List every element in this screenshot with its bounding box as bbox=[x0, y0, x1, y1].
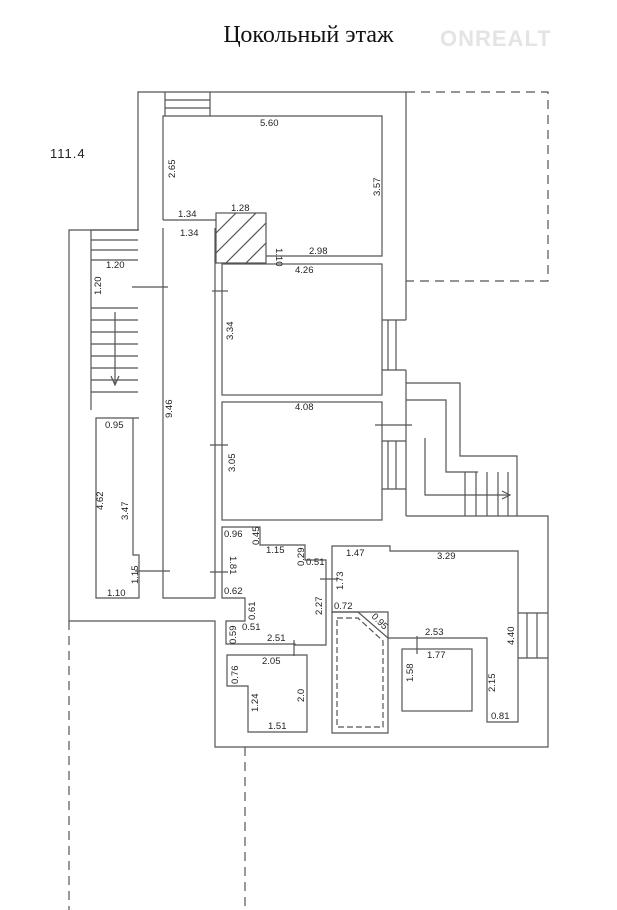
dimension-label: 2.15 bbox=[487, 674, 498, 693]
dimension-label: 0.51 bbox=[306, 557, 325, 568]
left-stairs bbox=[91, 239, 138, 393]
hatch-lines bbox=[215, 212, 267, 264]
outer-walls bbox=[68, 91, 549, 748]
dimension-label: 0.95 bbox=[369, 611, 390, 632]
dimension-label: 1.73 bbox=[335, 572, 346, 591]
dimension-label: 4.40 bbox=[506, 627, 517, 646]
dimension-label: 1.51 bbox=[268, 721, 287, 732]
dimension-label: 1.10 bbox=[273, 248, 284, 267]
total-area: 111.4 bbox=[50, 146, 86, 161]
dimension-label: 2.27 bbox=[314, 597, 325, 616]
dashed-outline bbox=[68, 91, 549, 910]
dimension-label: 2.51 bbox=[267, 633, 286, 644]
dimension-label: 1.15 bbox=[130, 566, 141, 585]
dimension-label: 1.77 bbox=[427, 650, 446, 661]
hatched-column bbox=[215, 212, 267, 264]
dimension-label: 1.47 bbox=[346, 548, 365, 559]
dimension-label: 0.96 bbox=[224, 529, 243, 540]
door-marks bbox=[132, 286, 418, 656]
right-stairs bbox=[382, 319, 548, 659]
dimension-label: 2.98 bbox=[309, 246, 328, 257]
dimension-label: 0.81 bbox=[491, 711, 510, 722]
dimension-label: 4.62 bbox=[95, 492, 106, 511]
floor-title: Цокольный этаж bbox=[223, 22, 394, 48]
dimension-label: 1.34 bbox=[178, 209, 197, 220]
dimension-label: 1.81 bbox=[227, 556, 238, 575]
dimension-label: 2.0 bbox=[296, 689, 307, 702]
dimension-label: 1.20 bbox=[106, 260, 125, 271]
dimension-label: 0.29 bbox=[296, 548, 307, 567]
dimension-label: 4.08 bbox=[295, 402, 314, 413]
dimension-label: 3.34 bbox=[225, 322, 236, 341]
dimension-label: 0.61 bbox=[247, 602, 258, 621]
dimension-label: 1.58 bbox=[405, 664, 416, 683]
dimension-label: 1.34 bbox=[180, 228, 199, 239]
watermark-logo: ONREALT bbox=[440, 26, 552, 51]
dimension-label: 1.28 bbox=[231, 203, 250, 214]
dimension-labels: 5.60 2.65 3.57 1.34 1.34 1.28 1.10 2.98 … bbox=[93, 118, 517, 732]
dimension-label: 4.26 bbox=[295, 265, 314, 276]
dimension-label: 0.76 bbox=[230, 666, 241, 685]
dimension-label: 1.20 bbox=[93, 277, 104, 296]
dimension-label: 0.59 bbox=[228, 626, 239, 645]
dimension-label: 1.24 bbox=[250, 694, 261, 713]
dimension-label: 5.60 bbox=[260, 118, 279, 129]
dimension-label: 0.95 bbox=[105, 420, 124, 431]
dimension-label: 2.05 bbox=[262, 656, 281, 667]
dimension-label: 2.53 bbox=[425, 627, 444, 638]
rooms bbox=[90, 115, 519, 734]
dimension-label: 0.62 bbox=[224, 586, 243, 597]
dimension-label: 3.57 bbox=[372, 178, 383, 197]
dimension-label: 3.47 bbox=[120, 502, 131, 521]
dimension-label: 0.72 bbox=[334, 601, 353, 612]
dimension-label: 1.15 bbox=[266, 545, 285, 556]
dimension-label: 3.05 bbox=[227, 454, 238, 473]
dimension-label: 9.46 bbox=[164, 400, 175, 419]
top-stairs bbox=[164, 92, 211, 116]
dimension-label: 1.10 bbox=[107, 588, 126, 599]
dimension-label: 2.65 bbox=[167, 160, 178, 179]
dimension-label: 0.45 bbox=[251, 527, 262, 546]
dimension-label: 0.51 bbox=[242, 622, 261, 633]
dimension-label: 3.29 bbox=[437, 551, 456, 562]
